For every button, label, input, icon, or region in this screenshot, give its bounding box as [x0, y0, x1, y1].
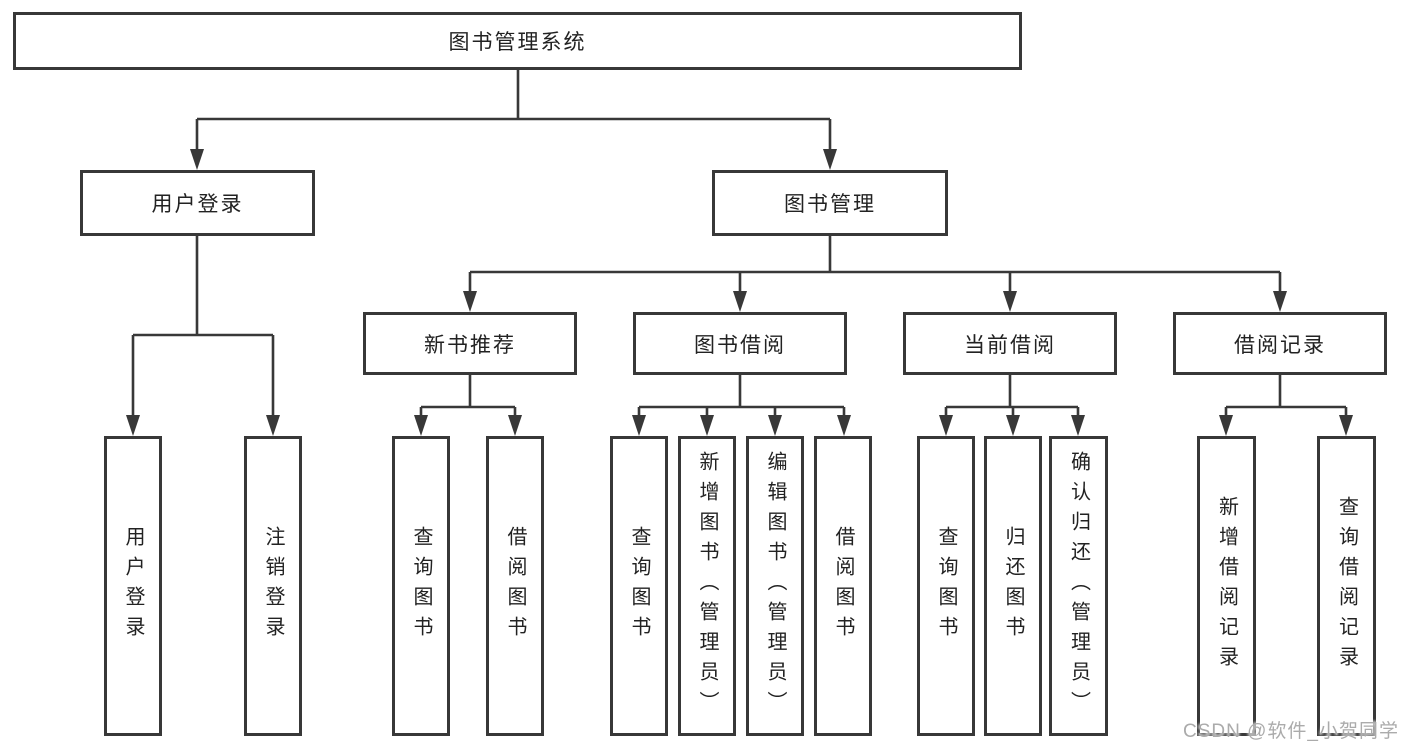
leaf-br-query-record-label: 查询借阅记录 [1335, 496, 1358, 676]
leaf-br-query-record: 查询借阅记录 [1317, 436, 1376, 736]
leaf-logout-label: 注销登录 [262, 526, 284, 646]
leaf-bb-borrow-books: 借阅图书 [814, 436, 872, 736]
leaf-bb-add-books-admin: 新增图书（管理员） [678, 436, 736, 736]
leaf-cb-confirm-return-admin-label: 确认归还（管理员） [1067, 451, 1090, 721]
leaf-user-login-label: 用户登录 [122, 526, 144, 646]
node-new-book-recommend: 新书推荐 [363, 312, 577, 375]
leaf-cb-query-books: 查询图书 [917, 436, 975, 736]
leaf-bb-add-books-admin-label: 新增图书（管理员） [696, 451, 718, 721]
csdn-watermark: CSDN @软件_小贺同学 [1183, 721, 1399, 742]
leaf-bb-edit-books-admin: 编辑图书（管理员） [746, 436, 804, 736]
leaf-br-add-record: 新增借阅记录 [1197, 436, 1256, 736]
node-root-library-system: 图书管理系统 [13, 12, 1022, 70]
arrowheads [126, 149, 1353, 436]
leaf-bb-edit-books-admin-label: 编辑图书（管理员） [764, 451, 786, 721]
leaf-bb-query-books: 查询图书 [610, 436, 668, 736]
leaf-logout: 注销登录 [244, 436, 302, 736]
leaf-cb-return-books: 归还图书 [984, 436, 1042, 736]
leaf-nb-query-books: 查询图书 [392, 436, 450, 736]
leaf-nb-query-books-label: 查询图书 [410, 526, 432, 646]
leaf-user-login: 用户登录 [104, 436, 162, 736]
node-borrowing-records: 借阅记录 [1173, 312, 1387, 375]
leaf-bb-borrow-books-label: 借阅图书 [832, 526, 854, 646]
leaf-nb-borrow-books-label: 借阅图书 [504, 526, 526, 646]
leaf-cb-confirm-return-admin: 确认归还（管理员） [1049, 436, 1108, 736]
node-user-login: 用户登录 [80, 170, 315, 236]
node-current-borrowing: 当前借阅 [903, 312, 1117, 375]
leaf-nb-borrow-books: 借阅图书 [486, 436, 544, 736]
node-book-borrowing: 图书借阅 [633, 312, 847, 375]
leaf-bb-query-books-label: 查询图书 [628, 526, 650, 646]
node-book-management: 图书管理 [712, 170, 948, 236]
leaf-br-add-record-label: 新增借阅记录 [1215, 496, 1238, 676]
leaf-cb-return-books-label: 归还图书 [1002, 526, 1024, 646]
leaf-cb-query-books-label: 查询图书 [935, 526, 957, 646]
